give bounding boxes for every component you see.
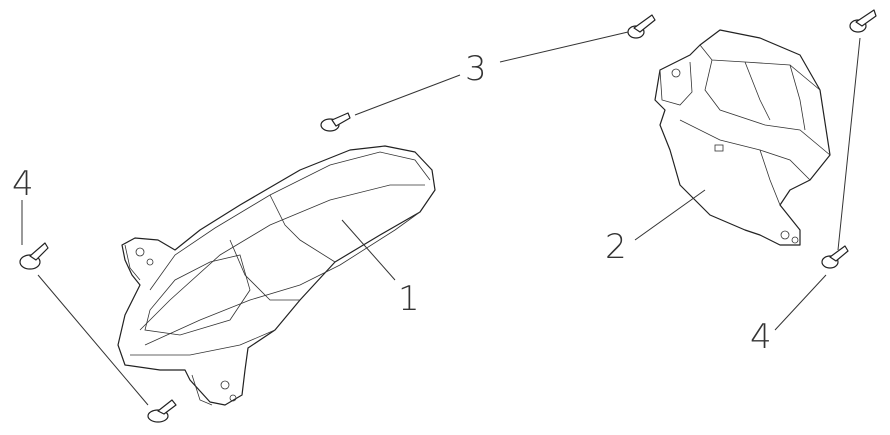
fastener-4-bottom-right — [821, 245, 849, 269]
label-part-4-left: 4 — [12, 164, 34, 204]
part-2-rear-cover — [654, 29, 831, 246]
fastener-3-left — [320, 112, 351, 132]
label-part-2: 2 — [605, 227, 627, 267]
leader-lines — [21, 31, 861, 406]
label-part-4-right: 4 — [750, 317, 772, 357]
fastener-4-bottom-left — [147, 399, 177, 423]
label-part-1: 1 — [398, 279, 420, 319]
fastener-3-right — [627, 14, 656, 39]
fastener-4-left — [19, 242, 49, 270]
part-1-front-cowl — [117, 145, 436, 406]
fastener-4-top-right — [849, 9, 877, 33]
label-part-3: 3 — [465, 49, 487, 89]
